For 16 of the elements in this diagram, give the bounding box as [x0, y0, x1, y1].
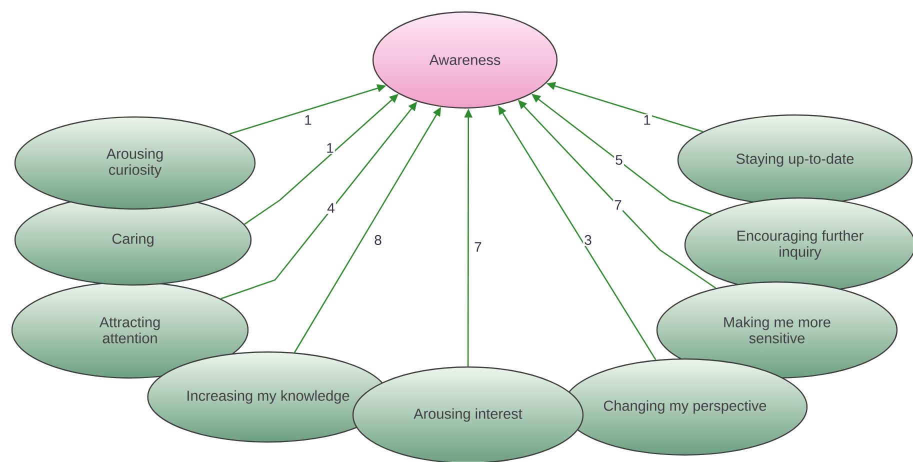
ellipse-node: Caring [14, 194, 252, 286]
ellipse-node: Changing my perspective [562, 358, 808, 456]
ellipse-node: Arousing curiosity [14, 116, 256, 210]
ellipse-node: Awareness [372, 11, 558, 109]
edge-label: 8 [373, 234, 383, 246]
edge-label: 5 [614, 154, 624, 166]
edge-label: 1 [325, 142, 335, 154]
edge-label: 3 [583, 234, 593, 246]
edge-label: 1 [642, 114, 652, 126]
ellipse-node: Attracting attention [11, 281, 249, 379]
edge-label: 1 [303, 114, 313, 126]
edge-label: 7 [473, 241, 483, 253]
ellipse-node: Staying up-to-date [677, 114, 913, 206]
edge-label: 7 [613, 199, 623, 211]
edge-label: 4 [326, 202, 336, 214]
ellipse-node: Making me more sensitive [656, 281, 898, 379]
